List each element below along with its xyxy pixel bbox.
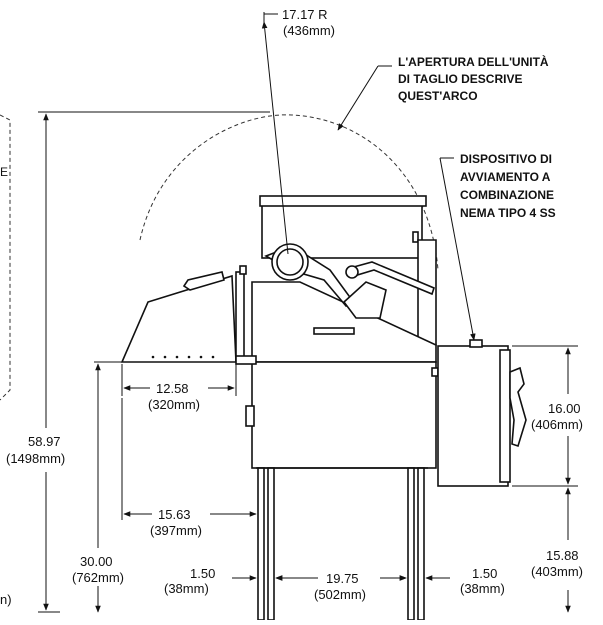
starter-switch (509, 366, 527, 448)
starter-note-line-2: AVVIAMENTO A (460, 170, 551, 184)
body-foot-left (235, 355, 257, 365)
arm-pivot-inner (276, 248, 304, 276)
body-foot-right (431, 367, 439, 377)
lower-body (251, 361, 437, 469)
lever-knob (345, 265, 359, 279)
starter-note-line-4: NEMA TIPO 4 SS (460, 206, 556, 220)
starter-box-top (469, 339, 483, 348)
radius-leader (261, 21, 289, 255)
dim-1600-metric: (406mm) (531, 417, 583, 432)
hopper-rivets (151, 355, 215, 359)
starter-box-front (499, 349, 511, 483)
starter-box (437, 345, 509, 487)
dim-1588-metric: (403mm) (531, 564, 583, 579)
upper-housing-side (412, 231, 419, 243)
dim-1563-metric: (397mm) (150, 523, 202, 538)
starter-note-line-3: COMBINAZIONE (460, 188, 554, 202)
main-cover (251, 281, 437, 363)
edge-fragment-e: E (0, 165, 8, 179)
hopper-post (235, 271, 245, 361)
dim-5897-metric: (1498mm) (6, 451, 65, 466)
arc-note-line-3: QUEST'ARCO (398, 89, 478, 103)
dim-1975-value: 19.75 (326, 571, 359, 586)
cover-handle (313, 327, 355, 335)
dim-1600-value: 16.00 (548, 401, 581, 416)
dim-1258-metric: (320mm) (148, 397, 200, 412)
radius-value: 17.17 R (282, 7, 328, 22)
dim-1563-value: 15.63 (158, 507, 191, 522)
left-edge-dashed-fragment (0, 114, 11, 401)
dim-150b-metric: (38mm) (460, 581, 505, 596)
dim-5897-value: 58.97 (28, 434, 61, 449)
radius-metric: (436mm) (283, 23, 335, 38)
starter-note-line-1: DISPOSITIVO DI (460, 152, 552, 166)
hopper-handle (182, 271, 225, 291)
feed-hopper (120, 274, 237, 363)
cutting-unit-arc (139, 114, 439, 271)
edge-fragment-bottom: n) (0, 592, 12, 607)
dim-1975-metric: (502mm) (314, 587, 366, 602)
arc-note-line-2: DI TAGLIO DESCRIVE (398, 72, 522, 86)
dim-1258-value: 12.58 (156, 381, 189, 396)
dim-3000-value: 30.00 (80, 554, 113, 569)
dim-1588-value: 15.88 (546, 548, 579, 563)
dim-3000-metric: (762mm) (72, 570, 124, 585)
hopper-post-cap (239, 265, 247, 275)
arc-note-line-1: L'APERTURA DELL'UNITÀ (398, 54, 549, 69)
blade-guard (342, 281, 387, 319)
dim-150a-value: 1.50 (190, 566, 215, 581)
dim-150b-value: 1.50 (472, 566, 497, 581)
upper-housing-lid (259, 195, 427, 207)
side-latch (245, 405, 255, 427)
dim-150a-metric: (38mm) (164, 581, 209, 596)
